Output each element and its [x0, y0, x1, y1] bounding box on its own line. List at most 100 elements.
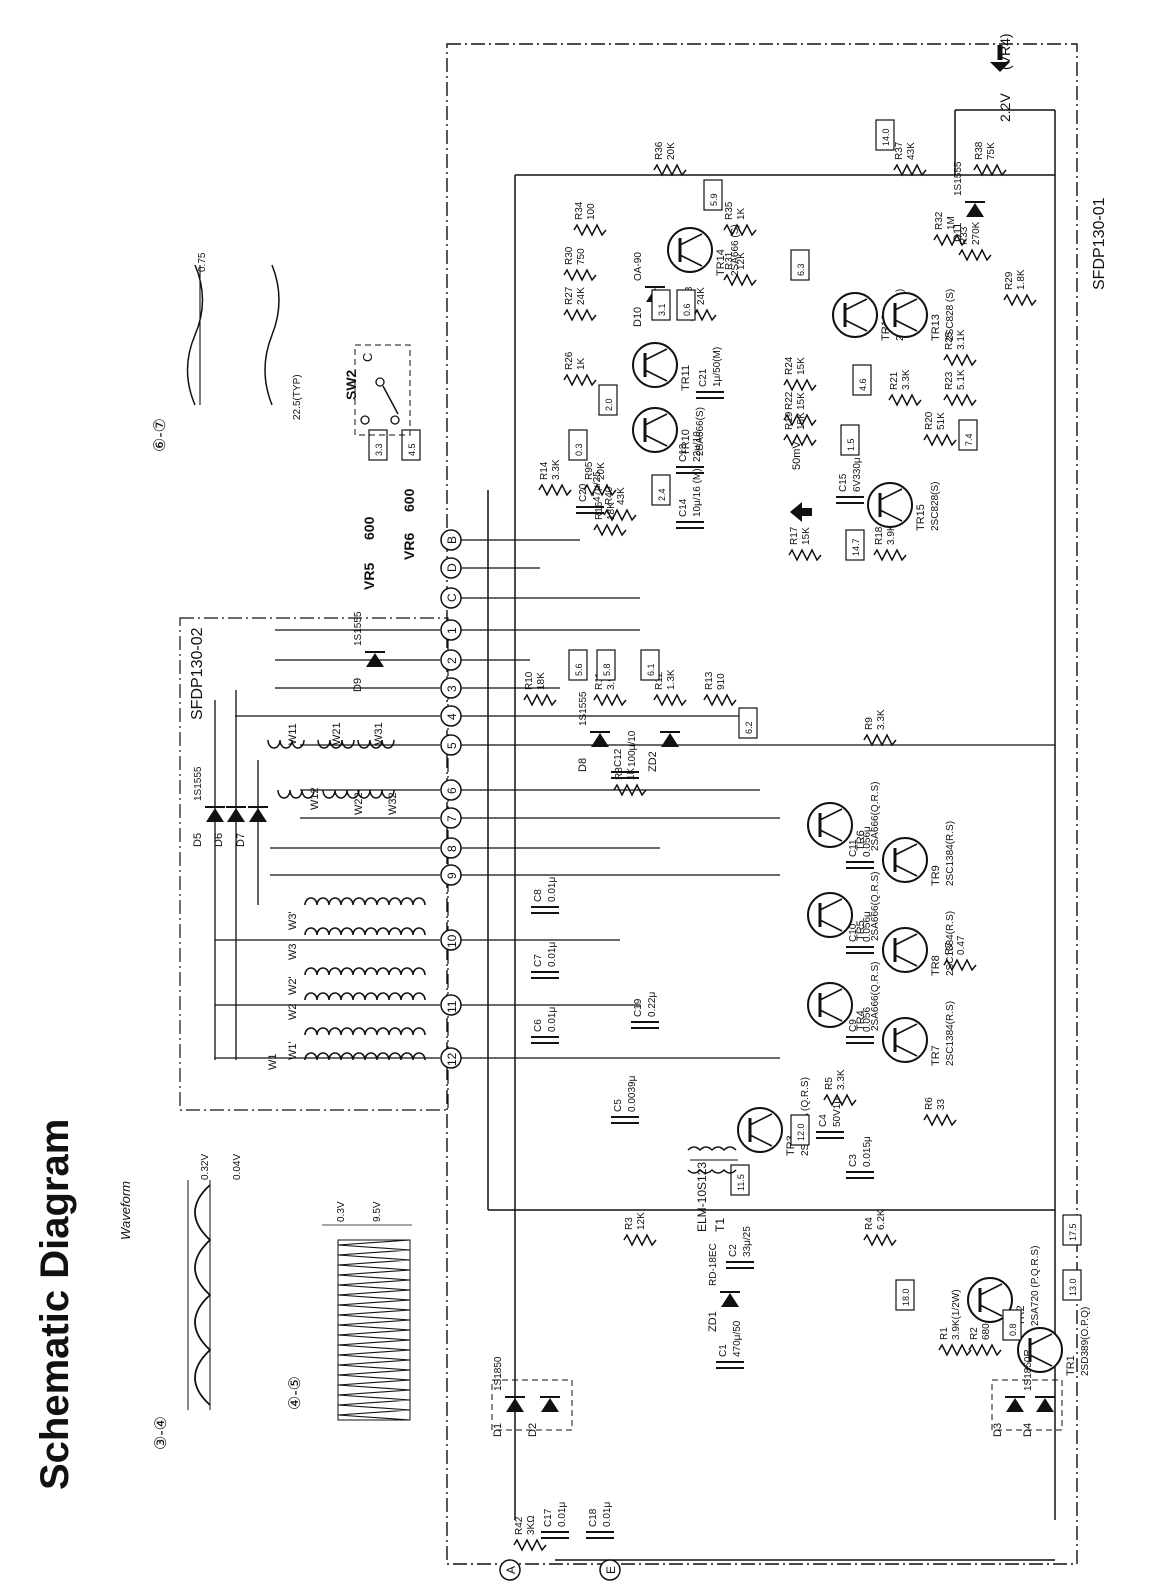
resistor-ref: R38 [974, 141, 985, 160]
diode-ref: D9 [352, 678, 364, 692]
wires [214, 539, 1055, 1060]
resistor-value: 20K [666, 142, 677, 160]
capacitor-ref: C1 [718, 1344, 729, 1357]
terminal-2: 2 [445, 657, 459, 664]
resistor-ref: R5 [824, 1077, 835, 1090]
voltage-value: 7.4 [964, 433, 974, 446]
transformer-part: ELM-10S123 [695, 1162, 709, 1232]
resistor-value: 0.47 [956, 935, 967, 955]
resistor-ref: R7 [944, 942, 955, 955]
transistor-ref: TR11 [680, 365, 692, 391]
voltage-box: 6.1 [640, 649, 660, 681]
resistor-value: 18K [536, 672, 547, 690]
capacitor-value: 0.01μ [547, 942, 558, 967]
diode-d2: D2 [527, 1396, 560, 1437]
resistor-r14 [538, 483, 572, 497]
resistor-ref: R36 [654, 141, 665, 160]
winding-label: W3' [287, 911, 299, 930]
board1-outline [446, 43, 1078, 1565]
voltage-box: 2.4 [651, 474, 671, 506]
diode-part: OA-90 [633, 252, 644, 281]
resistor-ref: R42 [514, 1516, 525, 1535]
waveform-4-5-label: ④-⑤ [287, 1376, 304, 1410]
voltage-box: 3.1 [651, 289, 671, 321]
vr6-label: VR6 [401, 533, 417, 560]
waveform-4-5-trace [337, 1239, 411, 1421]
diode-d6: D6 [213, 806, 246, 847]
diode-ref: ZD2 [647, 751, 659, 772]
voltage-value: 0.6 [682, 303, 692, 316]
waveform-heading: Waveform [118, 1181, 133, 1240]
voltage-value: 4.6 [858, 378, 868, 391]
transformer-ref: T1 [713, 1218, 727, 1232]
diode-ref: ZD1 [707, 1311, 719, 1332]
resistor-r34 [573, 223, 607, 237]
resistor-ref: R24 [784, 356, 795, 375]
resistor-ref: R6 [924, 1097, 935, 1110]
resistor-r27 [563, 308, 597, 322]
resistor-ref: R9 [864, 717, 875, 730]
voltage-box: 7.4 [958, 419, 978, 451]
waveform-6-7-v2: 22.5(TYP) [292, 374, 303, 420]
transistor-ref: TR9 [930, 865, 942, 886]
resistor-value: 1M [946, 216, 957, 230]
voltage-box: 5.6 [568, 649, 588, 681]
resistor-ref: R95 [584, 461, 595, 480]
terminal-8: 8 [445, 845, 459, 852]
voltage-value: 14.0 [881, 128, 891, 146]
capacitor-value: 1μ/50(M) [712, 347, 723, 387]
resistor-r9 [863, 733, 897, 747]
transistor-tr2: TR22SA720 (P.Q.R.S) [967, 1246, 1041, 1326]
vr5-label: VR5 [361, 563, 377, 590]
transistor-part: 2SA666(Q.R.S) [870, 782, 881, 851]
resistor-r26 [563, 373, 597, 387]
resistor-r21 [888, 393, 922, 407]
transistor-ref: TR13 [930, 314, 942, 341]
resistor-ref: R31 [724, 251, 735, 270]
voltage-box: 5.8 [596, 649, 616, 681]
resistor-value: 1.3K [666, 669, 677, 690]
voltage-value: 5.6 [574, 663, 584, 676]
capacitor-ref: C11 [848, 839, 859, 857]
capacitor-ref: C21 [698, 368, 709, 387]
terminal-4: 4 [445, 713, 459, 720]
resistor-ref: R13 [704, 671, 715, 690]
terminal-c: C [445, 593, 459, 602]
resistor-value: 3.3K [876, 709, 887, 730]
vr4-arrow-icon [990, 62, 1010, 72]
transistor-part: 2SC1384(R.S) [945, 911, 956, 976]
vr3-note: 50mV [791, 441, 803, 470]
capacitor-ref: C8 [533, 889, 544, 902]
winding-label: W11 [287, 723, 299, 745]
resistor-ref: R10 [524, 671, 535, 690]
resistor-value: 24K [576, 287, 587, 305]
diode-part: RD-18EC [708, 1243, 719, 1286]
resistor-ref: R4 [864, 1217, 875, 1230]
voltage-value: 12.0 [796, 1123, 806, 1141]
resistor-r29 [1003, 293, 1037, 307]
capacitor-ref: C12 [613, 748, 624, 767]
waveform-3-4-v2: 0.04V [232, 1154, 243, 1180]
voltage-value: 2.0 [604, 398, 614, 411]
capacitor-value: 100μ/10 [627, 730, 638, 767]
voltage-value: 11.5 [736, 1174, 746, 1191]
voltage-value: 1.5 [846, 438, 856, 451]
transistor-ref: TR10 [680, 429, 692, 456]
resistor-r30 [563, 268, 597, 282]
diode-part: 1S1555 [353, 611, 364, 646]
voltage-value: 3.3 [374, 443, 384, 456]
